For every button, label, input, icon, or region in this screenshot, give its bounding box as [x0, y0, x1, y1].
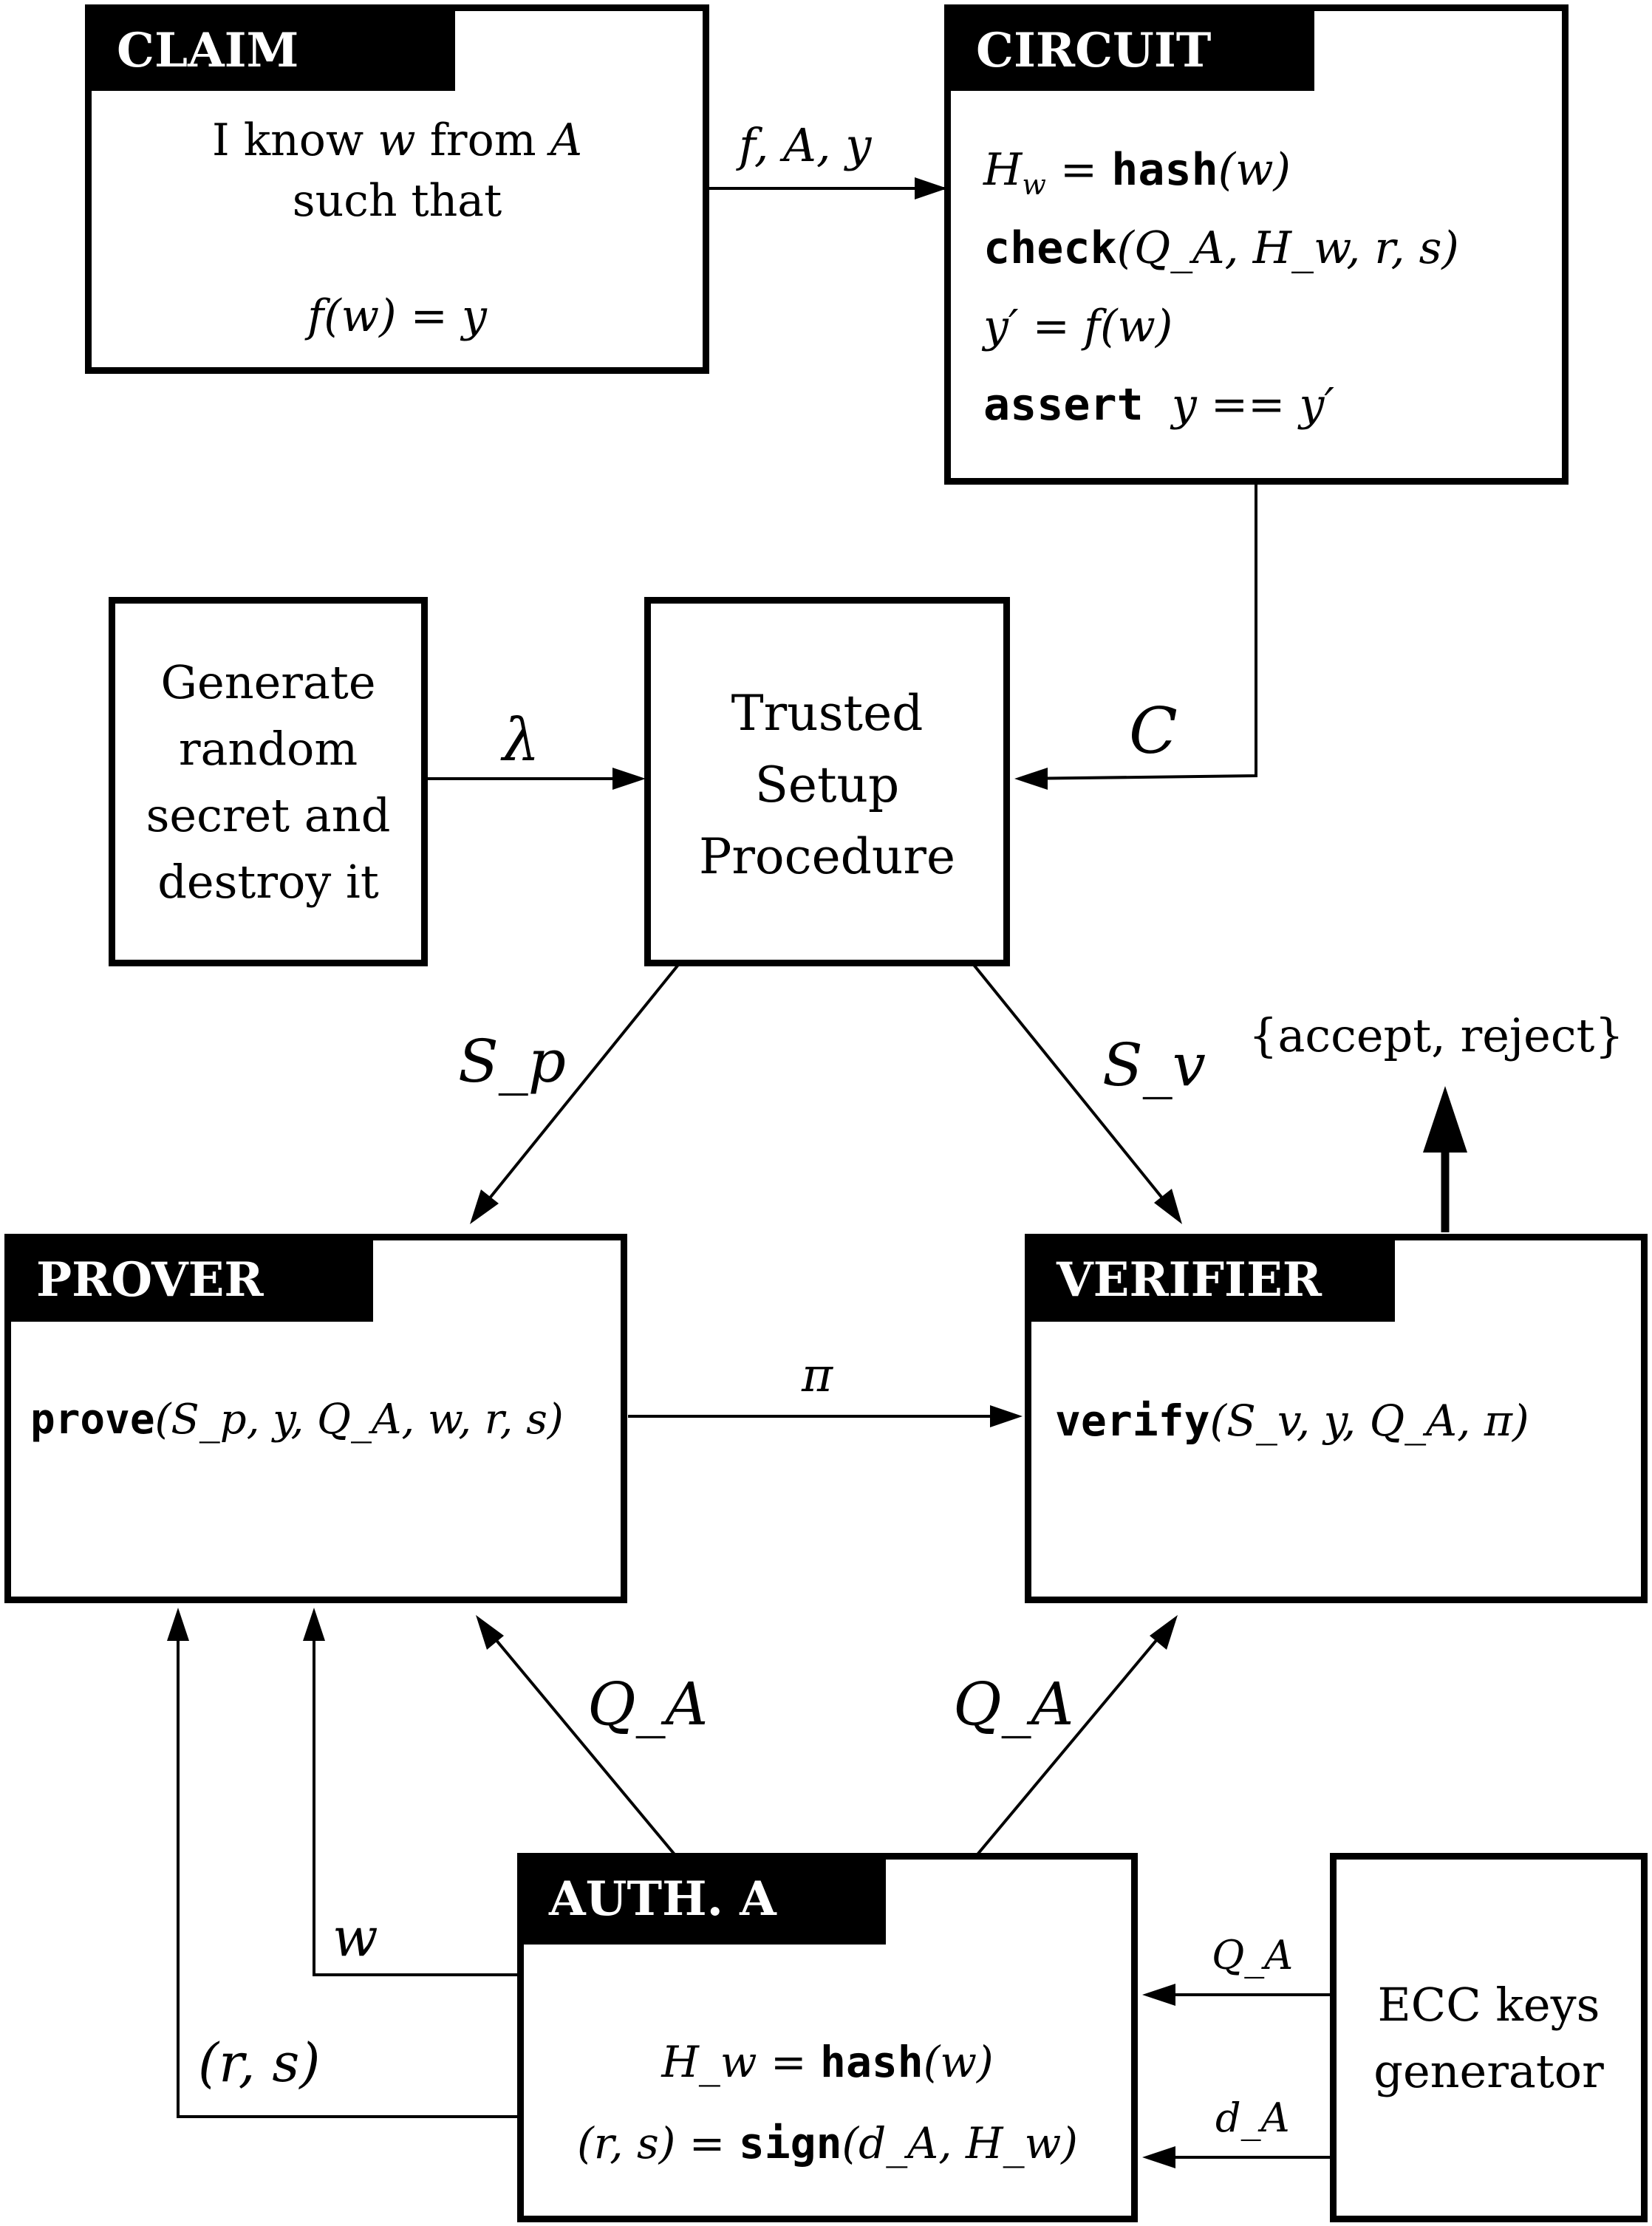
arrowhead: [1142, 2146, 1175, 2168]
trusted-line-2: Setup: [754, 757, 900, 813]
generate-line-1: Generate: [160, 655, 376, 709]
verifier-fn: verify: [1055, 1396, 1210, 1446]
auth-var: H_w =: [661, 2037, 821, 2087]
circuit-args: (Q_A, H_w, r, s): [1116, 222, 1459, 274]
label-w: w: [332, 1906, 378, 1968]
prover-box: PROVER prove(S_p, y, Q_A, w, r, s): [4, 1234, 627, 1603]
circuit-sub: w: [1022, 168, 1046, 201]
auth-var: (r, s) =: [577, 2118, 739, 2168]
arrowhead: [915, 177, 947, 199]
label-q-a-prover: Q_A: [587, 1670, 709, 1738]
arrow-trusted-to-prover: [477, 963, 680, 1213]
label-lambda: λ: [502, 706, 540, 774]
claim-text: I know: [211, 115, 378, 166]
arrow-circuit-to-trusted: [1019, 484, 1257, 780]
label-d-a: d_A: [1215, 2094, 1290, 2141]
auth-args: (w): [923, 2037, 994, 2087]
label-pi: π: [802, 1348, 833, 1403]
prover-fn: prove: [30, 1396, 155, 1444]
label-q-a-ecc: Q_A: [1212, 1932, 1294, 1979]
arrowhead: [612, 768, 646, 790]
auth-fn-hash: hash: [820, 2037, 924, 2087]
claim-header: CLAIM: [92, 11, 455, 91]
arrow-auth-to-prover-q: [482, 1624, 676, 1856]
verifier-header: VERIFIER: [1031, 1240, 1395, 1322]
generate-line-3: secret and: [146, 788, 391, 842]
arrowhead: [1423, 1086, 1467, 1153]
arrowhead: [990, 1405, 1023, 1427]
ecc-line-1: ECC keys: [1377, 1978, 1600, 2032]
trusted-setup-box: Trusted Setup Procedure: [644, 597, 1010, 966]
claim-statement-line2: such that: [292, 175, 502, 227]
circuit-assert-expr: y == y′: [1171, 379, 1335, 431]
arrow-auth-to-verifier-q: [976, 1624, 1170, 1856]
circuit-kw-assert: assert: [983, 379, 1144, 431]
label-c: C: [1129, 694, 1178, 768]
auth-header: AUTH. A: [524, 1860, 886, 1945]
label-s-p: S_p: [458, 1027, 567, 1096]
arrow-trusted-to-verifier: [972, 963, 1175, 1213]
circuit-fn-check: check: [983, 222, 1117, 274]
circuit-var: H: [983, 144, 1023, 196]
verifier-args: (S_v, y, Q_A, π): [1209, 1396, 1529, 1446]
auth-args: (d_A, H_w): [842, 2118, 1078, 2168]
circuit-line-check: check(Q_A, H_w, r, s): [983, 222, 1459, 274]
claim-statement-line1: I know w from A: [92, 115, 703, 166]
generate-secret-box: Generate random secret and destroy it: [109, 597, 428, 966]
label-q-a-verifier: Q_A: [953, 1670, 1074, 1738]
circuit-args: (w): [1218, 144, 1291, 196]
circuit-fn-hash: hash: [1111, 144, 1218, 196]
circuit-box: CIRCUIT Hw = hash(w) check(Q_A, H_w, r, …: [944, 4, 1569, 485]
verifier-call: verify(S_v, y, Q_A, π): [1055, 1396, 1529, 1446]
circuit-line-hash: Hw = hash(w): [983, 144, 1291, 201]
label-f-a-y: f, A, y: [739, 118, 872, 172]
prover-call: prove(S_p, y, Q_A, w, r, s): [30, 1396, 564, 1444]
arrowhead: [1014, 768, 1048, 790]
arrowhead: [1142, 1984, 1175, 2006]
label-r-s: (r, s): [198, 2032, 321, 2094]
arrowhead: [167, 1608, 189, 1641]
auth-line-hash: H_w = hash(w): [524, 2037, 1131, 2087]
arrowhead: [303, 1608, 325, 1641]
claim-equation: f(w) = y: [307, 290, 487, 342]
arrowhead: [476, 1615, 504, 1650]
generate-line-2: random: [178, 722, 358, 776]
claim-text: from: [415, 115, 550, 166]
circuit-eq: =: [1045, 144, 1112, 196]
claim-var-w: w: [378, 115, 416, 166]
ecc-line-2: generator: [1373, 2044, 1604, 2098]
arrowhead: [1150, 1615, 1178, 1650]
auth-line-sign: (r, s) = sign(d_A, H_w): [524, 2118, 1131, 2168]
prover-args: (S_p, y, Q_A, w, r, s): [154, 1396, 564, 1444]
arrow-auth-to-prover-rs: [177, 1625, 517, 2118]
arrow-auth-to-prover-w: [313, 1625, 517, 1976]
circuit-line-f: y′ = f(w): [983, 301, 1173, 352]
verifier-box: VERIFIER verify(S_v, y, Q_A, π): [1025, 1234, 1648, 1603]
label-s-v: S_v: [1102, 1031, 1206, 1099]
prover-header: PROVER: [11, 1240, 373, 1322]
claim-var-a: A: [550, 115, 583, 166]
label-accept-reject: {accept, reject}: [1249, 1008, 1624, 1062]
trusted-line-3: Procedure: [698, 828, 956, 885]
auth-fn-sign: sign: [738, 2118, 842, 2168]
generate-line-4: destroy it: [157, 855, 379, 909]
trusted-line-1: Trusted: [731, 685, 924, 742]
claim-box: CLAIM I know w from A such that f(w) = y: [85, 4, 709, 374]
auth-a-box: AUTH. A H_w = hash(w) (r, s) = sign(d_A,…: [517, 1853, 1138, 2222]
arrowhead: [470, 1189, 499, 1224]
circuit-header: CIRCUIT: [951, 11, 1314, 91]
arrowhead: [1154, 1189, 1182, 1224]
circuit-line-assert: assert y == y′: [983, 379, 1334, 431]
ecc-generator-box: ECC keys generator: [1330, 1853, 1648, 2222]
